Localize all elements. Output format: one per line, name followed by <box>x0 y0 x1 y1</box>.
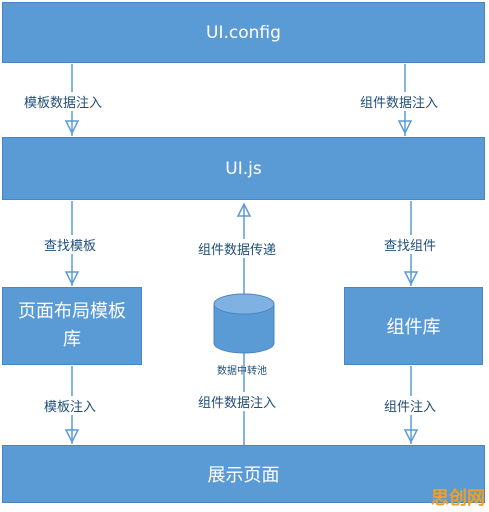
edge-label-component-data-pass: 组件数据传递 <box>196 239 279 258</box>
arrowhead <box>64 429 80 444</box>
arrowhead <box>403 429 419 444</box>
edge-label-component-inject-bottom: 组件注入 <box>382 396 439 415</box>
edge-label-find-template: 查找模板 <box>42 235 99 254</box>
arrowhead <box>403 271 419 286</box>
component-library-label: 组件库 <box>386 317 441 338</box>
display-page-box: 展示页面 <box>2 445 485 503</box>
arrowhead <box>64 120 80 135</box>
ui-config-label: UI.config <box>206 22 281 43</box>
edge-label-template-inject-top: 模板数据注入 <box>22 92 105 111</box>
edge-label-component-inject-top: 组件数据注入 <box>358 92 441 111</box>
database-cylinder <box>213 293 275 354</box>
edge-label-component-data-inject: 组件数据注入 <box>196 392 279 411</box>
database-label: 数据中转池 <box>217 366 267 377</box>
template-library-box: 页面布局模板库 <box>2 287 142 365</box>
arrowhead <box>397 120 413 135</box>
component-library-box: 组件库 <box>344 287 483 365</box>
ui-js-box: UI.js <box>2 137 485 200</box>
arrowhead <box>64 271 80 286</box>
display-page-label: 展示页面 <box>207 465 280 486</box>
ui-config-box: UI.config <box>2 2 485 63</box>
watermark: 思创网 <box>431 488 485 509</box>
template-library-label: 页面布局模板库 <box>18 301 126 350</box>
arrowhead <box>236 202 252 217</box>
ui-js-label: UI.js <box>225 158 262 179</box>
edge-label-template-inject-bottom: 模板注入 <box>42 396 99 415</box>
edge-label-find-component: 查找组件 <box>382 235 439 254</box>
